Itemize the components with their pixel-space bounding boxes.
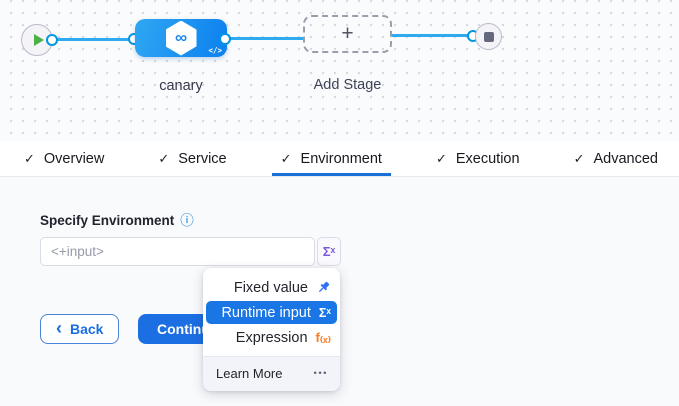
pipeline-end-node[interactable]: [475, 23, 502, 50]
connector-line: [391, 34, 471, 37]
field-label: Specify Environment: [40, 213, 174, 228]
play-icon: [34, 34, 44, 46]
stage-node-canary[interactable]: ∞ </>: [135, 19, 227, 57]
tab-service[interactable]: ✓ Service: [149, 141, 235, 176]
check-icon: ✓: [24, 151, 35, 167]
menu-item-label: Runtime input: [221, 305, 310, 321]
environment-input-group: Σˣ: [40, 237, 341, 266]
stop-icon: [484, 32, 494, 42]
tab-environment[interactable]: ✓ Environment: [272, 141, 391, 176]
dropdown-footer: Learn More •••: [203, 356, 340, 391]
tab-label: Execution: [456, 151, 520, 167]
check-icon: ✓: [158, 151, 169, 167]
tab-label: Advanced: [593, 151, 658, 167]
tab-execution[interactable]: ✓ Execution: [427, 141, 529, 176]
menu-item-fixed-value[interactable]: Fixed value: [203, 275, 340, 300]
input-type-toggle-button[interactable]: Σˣ: [317, 237, 341, 266]
dropdown-item-list: Fixed value Runtime input Σˣ Expressi: [203, 268, 340, 356]
info-icon[interactable]: ⓘ: [180, 214, 194, 228]
menu-item-runtime-input[interactable]: Runtime input Σˣ: [206, 301, 337, 324]
pin-icon: [316, 280, 331, 295]
sigma-icon: Σˣ: [319, 306, 331, 320]
code-view-icon[interactable]: </>: [208, 46, 222, 55]
environment-input[interactable]: [40, 237, 315, 266]
stage-name-label: canary: [135, 78, 227, 94]
add-stage-label: Add Stage: [295, 77, 400, 93]
check-icon: ✓: [436, 151, 447, 167]
more-options-icon[interactable]: •••: [314, 368, 328, 379]
back-button-label: Back: [70, 321, 103, 337]
back-button[interactable]: ‹ Back: [40, 314, 119, 344]
menu-item-label: Expression: [236, 330, 308, 346]
add-stage-button[interactable]: +: [303, 15, 392, 53]
specify-environment-field-row: Specify Environment ⓘ: [40, 213, 194, 228]
input-type-dropdown: Fixed value Runtime input Σˣ Expressi: [203, 268, 340, 391]
menu-item-expression[interactable]: Expression f₍ₓ₎: [203, 325, 340, 350]
stage-tabs: ✓ Overview ✓ Service ✓ Environment ✓ Exe…: [0, 141, 679, 177]
connector-line: [226, 37, 305, 40]
connector-line: [52, 38, 136, 41]
check-icon: ✓: [574, 151, 585, 167]
check-icon: ✓: [281, 151, 292, 167]
pipeline-canvas[interactable]: ∞ </> + canary Add Stage: [0, 0, 679, 141]
learn-more-link[interactable]: Learn More: [216, 366, 282, 381]
canary-deployment-icon: ∞: [166, 21, 197, 56]
connector-port[interactable]: [219, 33, 231, 45]
expression-icon: f₍ₓ₎: [316, 330, 331, 346]
menu-item-label: Fixed value: [234, 280, 308, 296]
tab-label: Service: [178, 151, 226, 167]
tab-advanced[interactable]: ✓ Advanced: [565, 141, 667, 176]
connector-port[interactable]: [46, 34, 58, 46]
tab-overview[interactable]: ✓ Overview: [15, 141, 113, 176]
chevron-left-icon: ‹: [56, 319, 62, 337]
tab-label: Environment: [301, 151, 382, 167]
plus-icon: +: [341, 23, 353, 44]
tab-label: Overview: [44, 151, 104, 167]
